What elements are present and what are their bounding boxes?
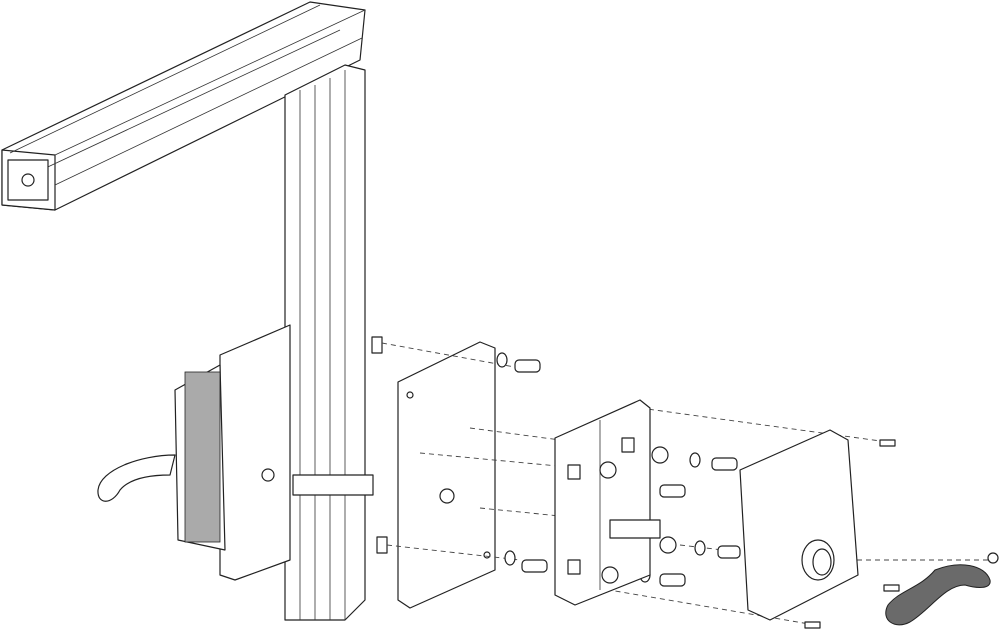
front-handle — [885, 552, 999, 626]
mounting-plate — [397, 341, 496, 609]
slot-nut-bottom — [376, 536, 388, 554]
vertical-aluminum-profile — [284, 64, 374, 621]
switch-base-plate — [554, 399, 677, 606]
slot-nut-top — [371, 336, 383, 354]
rear-handle-assembly — [97, 324, 291, 581]
front-cover — [739, 429, 859, 621]
screws-and-washers — [496, 352, 900, 629]
horizontal-aluminum-profile — [1, 1, 366, 211]
